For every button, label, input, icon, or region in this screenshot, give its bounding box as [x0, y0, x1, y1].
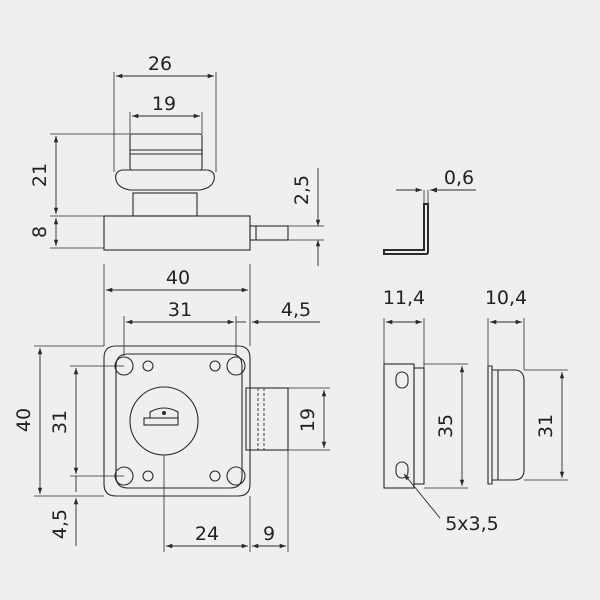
cylinder-head [129, 133, 203, 171]
mounting-holes [114, 356, 246, 486]
slot-bottom [395, 461, 409, 479]
cylinder-face [129, 386, 199, 456]
dim-19-top: 19 [152, 93, 176, 115]
dim-24: 24 [195, 523, 219, 545]
dim-8: 8 [29, 226, 51, 238]
bolt-housing [245, 387, 289, 451]
dim-31-v: 31 [49, 410, 71, 434]
dim-9: 9 [263, 523, 275, 545]
dim-19-v: 19 [297, 408, 319, 432]
dim-11-4: 11,4 [383, 287, 425, 309]
dim-31-h: 31 [168, 299, 192, 321]
dim-2-5: 2,5 [291, 175, 313, 205]
base-plate [103, 215, 251, 251]
dim-31-strike: 31 [535, 414, 557, 438]
strike-plate-2: 10,4 31 [485, 287, 568, 485]
front-view-dimensions: 40 31 4,5 40 31 4,5 19 24 [13, 264, 330, 552]
dim-4-5-top: 4,5 [281, 299, 311, 321]
slot-top [395, 371, 409, 389]
front-view [103, 345, 289, 497]
cylinder-neck [132, 192, 198, 217]
top-view [103, 133, 289, 251]
dim-40-v: 40 [13, 408, 35, 432]
strike-plate-1: 11,4 35 5x3,5 [383, 287, 499, 535]
cylinder-collar [115, 169, 215, 191]
dim-35: 35 [435, 414, 457, 438]
dim-4-5-left: 4,5 [49, 509, 71, 539]
dim-5x3-5: 5x3,5 [445, 513, 499, 535]
profile-detail: 0,6 [383, 167, 476, 255]
dim-40-h: 40 [166, 267, 190, 289]
bolt-side [249, 225, 289, 241]
dim-21: 21 [29, 163, 51, 187]
dim-0-6: 0,6 [444, 167, 474, 189]
top-view-dimensions: 26 19 21 8 2,5 [29, 53, 324, 266]
dim-26: 26 [148, 53, 172, 75]
dim-10-4: 10,4 [485, 287, 527, 309]
lock-body [103, 345, 251, 497]
